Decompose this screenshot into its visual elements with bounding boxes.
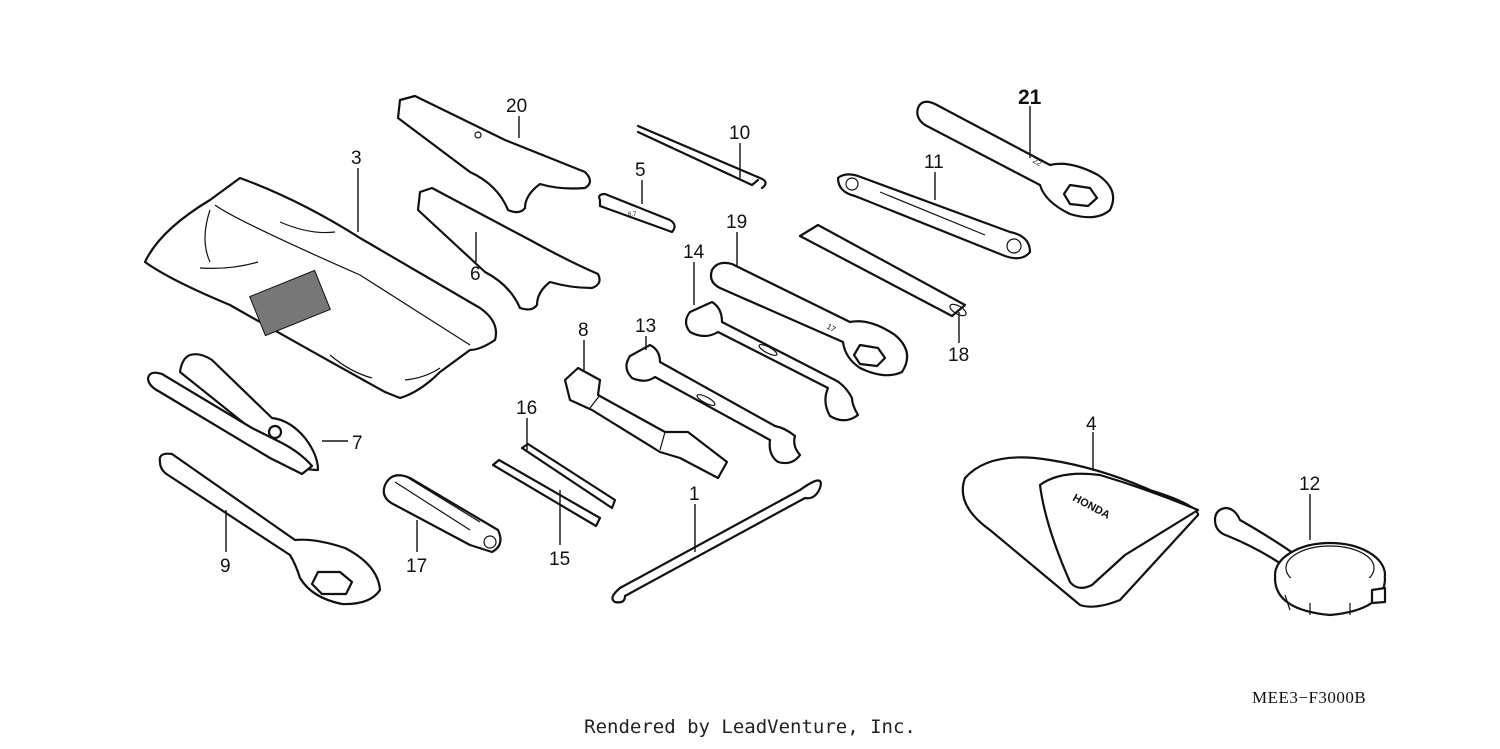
callout-16: 16 [516,398,537,419]
callout-21: 21 [1018,86,1042,109]
part-8-spark-plug-wrench [563,366,729,480]
callout-7: 7 [352,433,363,454]
callout-8: 8 [578,320,589,341]
part-12-tire-pressure-gauge [1213,506,1387,617]
callout-18: 18 [948,345,969,366]
callout-3: 3 [351,148,362,169]
part-4-pouch: HONDA [961,456,1200,608]
callout-1: 1 [689,484,700,505]
part-16-screwdriver-bit [520,442,617,510]
callout-15: 15 [549,549,570,570]
part-19-open-wrench: 17 [709,261,909,377]
callout-19: 19 [726,212,747,233]
drawing-code: MEE3−F3000B [1252,688,1367,707]
svg-text:6.7: 6.7 [628,212,637,218]
part-15-screwdriver-bit [491,458,602,528]
callout-12: 12 [1299,474,1320,495]
callout-20: 20 [506,96,527,117]
part-20-pin-spanner [396,94,592,214]
callout-17: 17 [406,556,427,577]
part-1-strap [611,479,822,604]
callout-9: 9 [220,556,231,577]
part-14-open-end-wrench [684,300,860,422]
callout-11: 11 [924,152,944,173]
callout-4: 4 [1086,414,1097,435]
callout-5: 5 [635,160,646,181]
part-9-box-wrench [158,452,382,606]
part-5-key: 6.7 [598,192,676,234]
callout-labels: 20 3 5 10 21 11 19 14 6 18 13 8 7 16 4 1… [220,86,1320,577]
part-11-ring-wrench [836,173,1032,260]
callout-6: 6 [470,264,481,285]
part-10-hex-wrench [636,124,767,190]
callout-10: 10 [729,123,750,144]
callout-14: 14 [683,242,705,263]
part-7-pliers [146,353,320,476]
leader-lines [225,106,1311,552]
part-6-pin-spanner [416,186,601,311]
part-13-open-end-wrench [625,343,802,465]
part-21-box-wrench: 22 [916,100,1115,219]
callout-13: 13 [635,316,656,337]
footer-credit: Rendered by LeadVenture, Inc. [584,716,916,738]
part-3-tool-bag [143,176,498,400]
part-17-screwdriver-handle [382,474,502,554]
part-18-extension-bar [798,223,967,318]
